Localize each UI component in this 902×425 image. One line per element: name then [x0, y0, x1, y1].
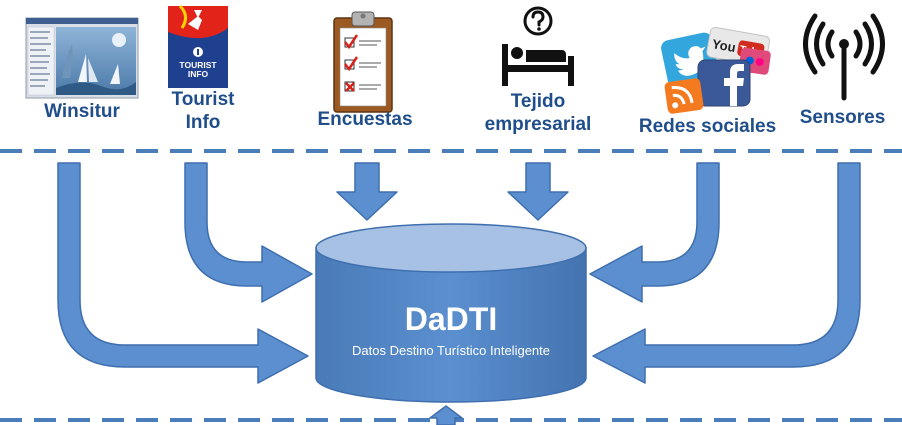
tourist-info-logo-icon: TOURIST INFO — [168, 4, 228, 88]
flow-arrows — [57, 162, 861, 425]
arrow-sensores — [592, 162, 861, 384]
dadti-database-cylinder: DaDTI Datos Destino Turístico Inteligent… — [315, 223, 587, 403]
source-label-redes-sociales: Redes sociales — [625, 115, 790, 138]
source-label-line: Redes sociales — [638, 116, 777, 137]
source-label-line: Winsitur — [44, 101, 120, 122]
source-label-line: Sensores — [799, 107, 886, 128]
youtube-logo-text-1: You — [711, 36, 737, 55]
social-media-icon: You Tube — [661, 26, 771, 114]
source-label-tejido-empresarial: Tejido empresarial — [463, 90, 613, 136]
source-label-encuestas: Encuestas — [300, 108, 430, 131]
source-label-winsitur: Winsitur — [12, 100, 152, 123]
cylinder-body — [315, 247, 587, 403]
bed-question-icon — [502, 6, 574, 86]
source-label-tourist-info: Tourist Info — [148, 88, 258, 134]
tourist-info-logo-text-1: TOURIST — [179, 60, 217, 70]
source-label-line: Tourist — [171, 89, 235, 110]
winsitur-screenshot-icon — [25, 17, 139, 99]
tourist-info-logo-text-2: INFO — [188, 69, 209, 79]
arrow-tourist-info — [184, 162, 313, 303]
arrow-tejido-empresarial — [507, 162, 569, 221]
source-label-sensores: Sensores — [790, 106, 895, 129]
arrow-redes-sociales — [589, 162, 720, 303]
arrow-winsitur — [57, 162, 309, 384]
hub-subtitle: Datos Destino Turístico Inteligente — [352, 343, 550, 358]
arrow-encuestas — [336, 162, 398, 221]
antenna-signal-icon — [803, 13, 885, 101]
source-label-line: empresarial — [484, 114, 592, 135]
source-label-line: Encuestas — [317, 109, 413, 130]
source-label-line: Info — [185, 112, 221, 133]
hub-title: DaDTI — [405, 301, 497, 337]
source-label-line: Tejido — [510, 91, 566, 112]
cylinder-top — [315, 223, 587, 273]
arrow-bottom — [429, 405, 463, 425]
clipboard-checklist-icon — [333, 11, 393, 113]
